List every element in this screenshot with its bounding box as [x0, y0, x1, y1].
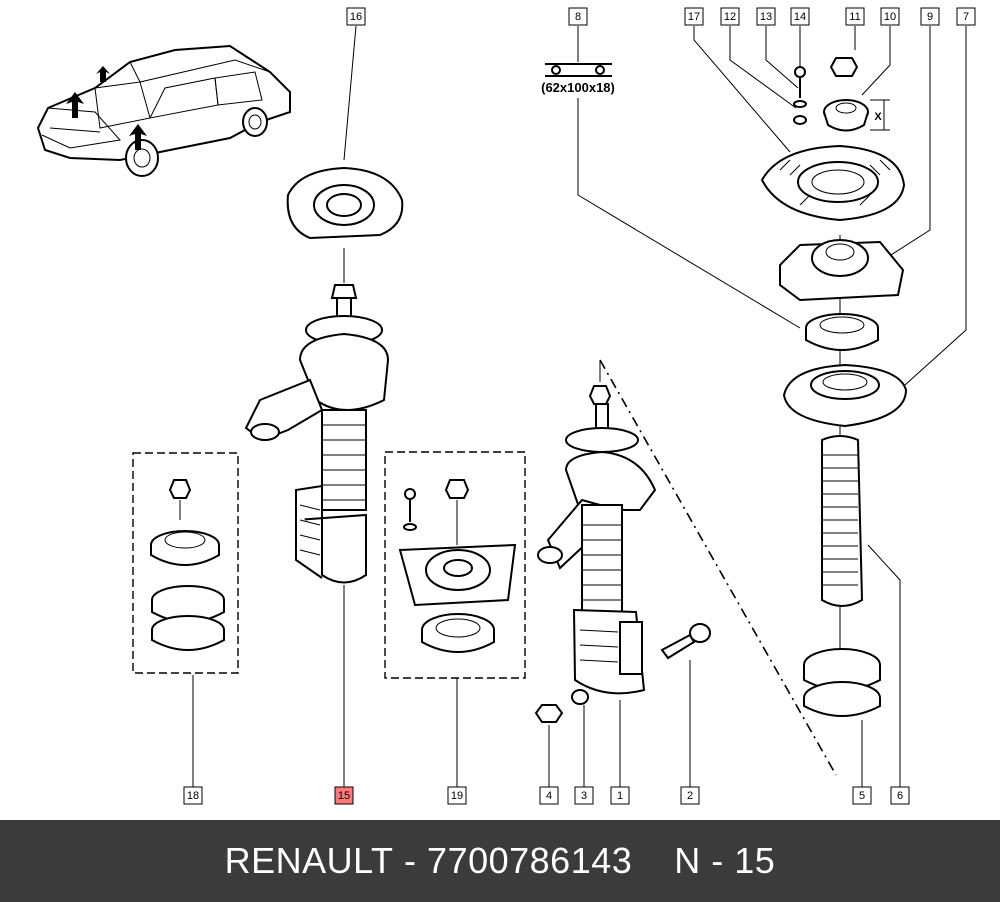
- svg-text:11: 11: [849, 11, 860, 23]
- svg-text:1: 1: [617, 790, 623, 802]
- svg-text:6: 6: [897, 790, 903, 802]
- bearing-icon: [545, 63, 612, 77]
- part-2-bolt: [660, 623, 711, 660]
- part-10-cap: [823, 99, 869, 132]
- leader-lines: [179, 25, 967, 787]
- part-number: 7700786143: [427, 840, 633, 881]
- svg-text:8: 8: [575, 11, 581, 23]
- svg-text:4: 4: [546, 790, 552, 802]
- callout-13: 13: [756, 7, 776, 26]
- part-7-spring-seat: [782, 363, 908, 428]
- callout-3: 3: [574, 786, 594, 805]
- callout-15: 15: [334, 786, 354, 805]
- part-14-bolt: [794, 66, 806, 98]
- clearance-dimension: X: [870, 99, 890, 131]
- svg-text:19: 19: [451, 790, 463, 802]
- kit-18-parts: [150, 479, 225, 651]
- part-3-washer: [571, 689, 589, 705]
- callout-8: 8: [568, 7, 588, 26]
- part-8-bearing: [805, 313, 879, 351]
- part-11-nut: [829, 57, 859, 77]
- callout-16: 16: [346, 7, 366, 26]
- kit-18-box: [132, 452, 239, 674]
- svg-text:5: 5: [859, 790, 865, 802]
- svg-text:14: 14: [794, 11, 806, 23]
- callout-19: 19: [447, 786, 467, 805]
- svg-text:10: 10: [884, 11, 896, 23]
- assembly-axis-line: [599, 359, 837, 776]
- svg-text:12: 12: [724, 11, 736, 23]
- callout-5: 5: [852, 786, 872, 805]
- part-4-nut: [534, 704, 564, 723]
- svg-text:2: 2: [687, 790, 693, 802]
- callout-14: 14: [790, 7, 810, 26]
- part-info-footer: RENAULT - 7700786143 N - 15: [0, 820, 1000, 902]
- part-6-bump-stop-gaiter: [821, 435, 864, 607]
- part-5-bump-stop: [803, 648, 881, 717]
- callout-1: 1: [610, 786, 630, 805]
- svg-text:18: 18: [187, 790, 199, 802]
- svg-text:16: 16: [350, 11, 362, 23]
- svg-text:17: 17: [688, 11, 700, 23]
- callout-4: 4: [539, 786, 559, 805]
- callout-10: 10: [880, 7, 900, 26]
- part-15-shock-absorber: [244, 284, 390, 584]
- part-17-top-plate: [760, 144, 906, 222]
- clearance-label: X: [874, 111, 882, 123]
- kit-19-box: [384, 451, 526, 679]
- exploded-parts-diagram: (62x100x18): [36, 7, 976, 805]
- callout-11: 11: [845, 7, 865, 26]
- callout-7: 7: [956, 7, 976, 26]
- svg-text:9: 9: [927, 11, 933, 23]
- callout-6: 6: [890, 786, 910, 805]
- part-16-spring-cup: [286, 166, 404, 240]
- callout-17: 17: [684, 7, 704, 26]
- callout-18: 18: [183, 786, 203, 805]
- callout-12: 12: [720, 7, 740, 26]
- footer-separator: -: [404, 840, 417, 881]
- car-illustration: [36, 44, 291, 177]
- brand-name: RENAULT: [224, 840, 394, 881]
- part-9-mount: [779, 239, 905, 302]
- svg-text:15: 15: [338, 790, 350, 802]
- kit-19-parts: [398, 479, 517, 653]
- position-label: N - 15: [674, 840, 776, 881]
- part-1-strut: [537, 385, 657, 695]
- svg-text:3: 3: [581, 790, 587, 802]
- svg-text:13: 13: [760, 11, 772, 23]
- part-13-washer: [793, 100, 807, 108]
- callout-2: 2: [680, 786, 700, 805]
- bearing-size-label: (62x100x18): [541, 80, 615, 95]
- svg-text:7: 7: [963, 11, 969, 23]
- callout-9: 9: [920, 7, 940, 26]
- part-12-washer: [793, 115, 807, 125]
